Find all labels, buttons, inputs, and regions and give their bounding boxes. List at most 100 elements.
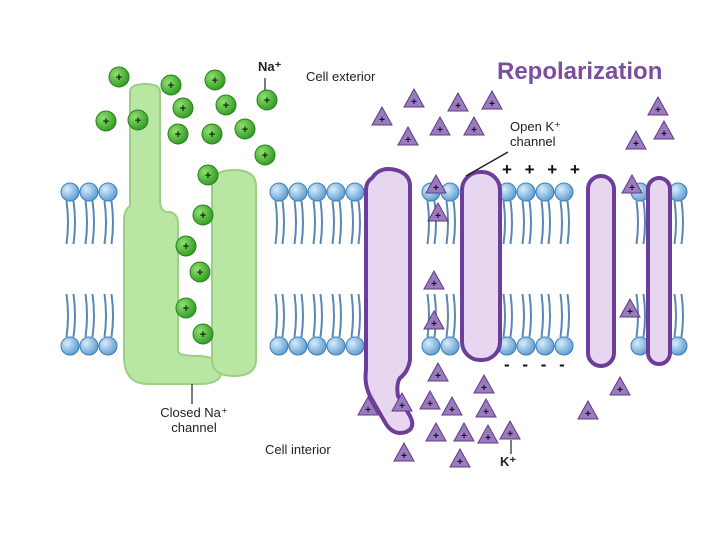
phospholipid-tail [502, 200, 506, 245]
open-k-channel-label-line1: Open K⁺ [510, 119, 561, 134]
positive-charges-label: + + + + [502, 160, 584, 179]
phospholipid-tail [72, 293, 76, 338]
svg-text:+: + [461, 431, 467, 442]
svg-text:+: + [433, 431, 439, 442]
k-ion: + [449, 447, 471, 468]
phospholipid-tail [293, 200, 297, 245]
cell-membrane [60, 182, 688, 356]
phospholipid-head [288, 182, 308, 202]
k-ion: + [403, 87, 425, 108]
phospholipid-tail [350, 200, 354, 245]
svg-text:+: + [485, 433, 491, 444]
k-ion: + [397, 125, 419, 146]
k-ion: + [621, 173, 643, 194]
phospholipid-tail [293, 293, 297, 338]
svg-text:+: + [209, 129, 215, 141]
open-k-channel [460, 170, 502, 362]
svg-text:+: + [481, 383, 487, 394]
phospholipid-head [326, 182, 346, 202]
svg-text:+: + [183, 241, 189, 253]
svg-text:+: + [449, 405, 455, 416]
potassium-ions: +++++++++++++++++++++++++++++++ [357, 87, 675, 468]
svg-text:+: + [431, 279, 437, 290]
phospholipid-tail [72, 200, 76, 245]
svg-text:+: + [200, 329, 206, 341]
phospholipid-tail [357, 200, 361, 245]
svg-text:+: + [379, 115, 385, 126]
k-ion: + [477, 423, 499, 444]
na-ion: + [215, 94, 237, 116]
phospholipid-tail [642, 293, 646, 338]
phospholipid-tail [540, 293, 544, 338]
phospholipid-tail [281, 293, 285, 338]
svg-text:+: + [617, 385, 623, 396]
phospholipid-tail [426, 200, 430, 245]
k-channel-narrow-1 [586, 174, 616, 368]
k-ion: + [423, 269, 445, 290]
open-k-channel-label: Open K⁺ channel [510, 119, 561, 150]
phospholipid-tail [319, 200, 323, 245]
phospholipid-head [98, 336, 118, 356]
phospholipid-tail [566, 200, 570, 245]
phospholipid-tail [509, 200, 513, 245]
phospholipid-tail [433, 200, 437, 245]
phospholipid-tail [521, 200, 525, 245]
k-ion: + [453, 421, 475, 442]
na-ion: + [175, 297, 197, 319]
phospholipid-tail [642, 200, 646, 245]
k-ion: + [463, 115, 485, 136]
phospholipid-tail [103, 293, 107, 338]
closed-na-channel-label: Closed Na⁺ channel [154, 405, 234, 436]
phospholipid-tail [680, 200, 684, 245]
phospholipid-head [307, 336, 327, 356]
sodium-ions: ++++++++++++++++++ [95, 66, 278, 345]
na-ion: + [189, 261, 211, 283]
phospholipid-head [60, 336, 80, 356]
svg-text:+: + [399, 401, 405, 412]
diagram-title: Repolarization [497, 58, 663, 85]
svg-text:+: + [629, 183, 635, 194]
svg-text:+: + [223, 100, 229, 112]
na-ion: + [127, 109, 149, 131]
phospholipid-head [269, 182, 289, 202]
na-ion: + [172, 97, 194, 119]
phospholipid-tail [521, 293, 525, 338]
k-ion: + [481, 89, 503, 110]
svg-text:+: + [116, 72, 122, 84]
phospholipid-tail [319, 293, 323, 338]
phospholipid-tail [566, 293, 570, 338]
phospholipid-tail [673, 293, 677, 338]
na-ion-label: Na⁺ [258, 59, 282, 74]
phospholipid-tail [300, 293, 304, 338]
k-ion: + [425, 421, 447, 442]
svg-text:+: + [455, 101, 461, 112]
k-ion: + [427, 201, 449, 222]
svg-text:+: + [180, 103, 186, 115]
na-ion: + [234, 118, 256, 140]
phospholipid-head [269, 336, 289, 356]
na-ion: + [256, 89, 278, 111]
phospholipid-tail [426, 293, 430, 338]
phospholipid-head [516, 182, 536, 202]
phospholipid-tail [502, 293, 506, 338]
phospholipid-tail [312, 200, 316, 245]
phospholipid-head [535, 182, 555, 202]
k-ion: + [475, 397, 497, 418]
k-ion: + [625, 129, 647, 150]
svg-text:+: + [262, 150, 268, 162]
phospholipid-tail [445, 200, 449, 245]
phospholipid-head [326, 336, 346, 356]
k-ion: + [425, 173, 447, 194]
k-ion: + [371, 105, 393, 126]
k-ion: + [499, 419, 521, 440]
k-ion: + [357, 395, 379, 416]
svg-text:+: + [205, 170, 211, 182]
phospholipid-tail [110, 293, 114, 338]
phospholipid-tail [110, 200, 114, 245]
svg-text:+: + [435, 211, 441, 222]
k-ion: + [609, 375, 631, 396]
svg-text:+: + [489, 99, 495, 110]
svg-text:+: + [183, 303, 189, 315]
negative-charges-label: - - - - [504, 355, 569, 374]
svg-text:+: + [411, 97, 417, 108]
